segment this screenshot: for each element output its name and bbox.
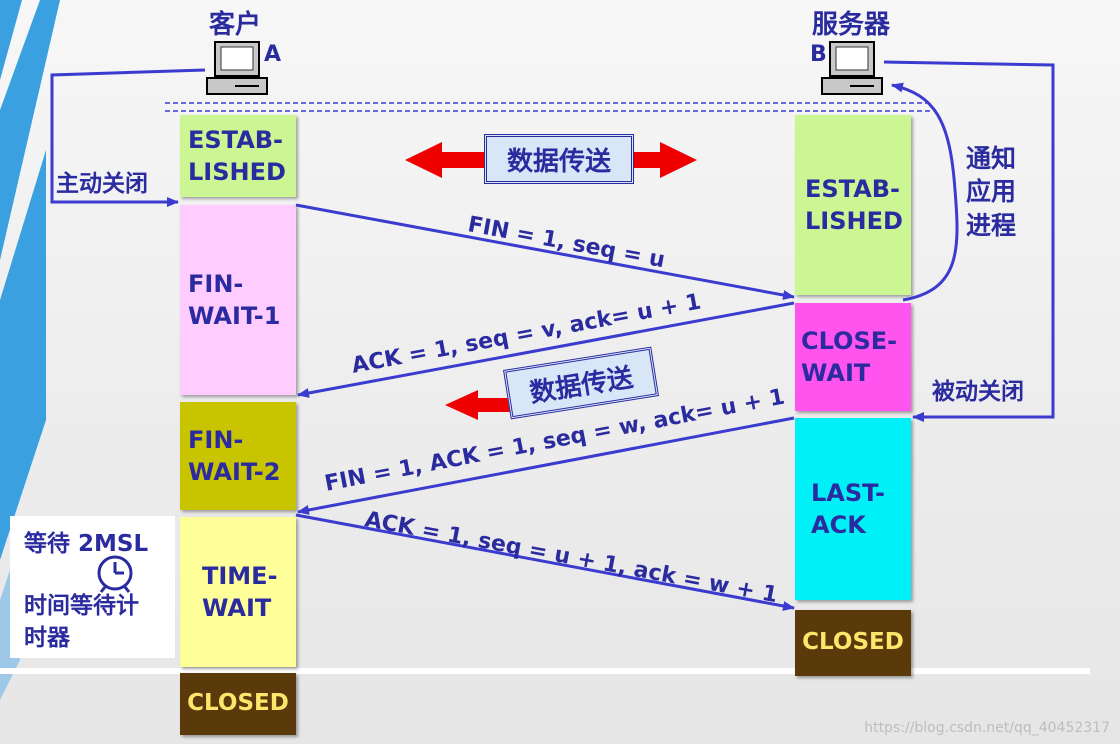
client-state-established: ESTAB- LISHED [180, 115, 296, 197]
server-computer-icon [821, 41, 883, 95]
fin1-arrow [295, 203, 795, 300]
server-letter: B [810, 42, 827, 67]
client-letter: A [264, 42, 282, 67]
left-decoration [0, 0, 60, 700]
timer-panel [10, 516, 175, 658]
passive-close-connector [883, 60, 1055, 422]
clock-icon [97, 555, 133, 593]
active-close-label: 主动关闭 [56, 171, 148, 197]
client-computer-icon [206, 41, 268, 95]
server-state-close-wait: CLOSE- WAIT [795, 303, 911, 411]
ack2-arrow [295, 513, 795, 611]
notify-app-label: 通知 应用 进程 [966, 144, 1017, 240]
data-transfer-box-1: 数据传送 [484, 134, 634, 184]
data-transfer-left-arrow [445, 390, 520, 420]
wait-2msl-label: 等待 2MSL [24, 531, 149, 557]
client-title: 客户 [209, 10, 262, 40]
server-state-last-ack: LAST- ACK [795, 418, 911, 600]
fin2-arrow [297, 416, 795, 515]
timer-text: 时间等待计 时器 [24, 593, 139, 652]
client-state-fin-wait-2: FIN- WAIT-2 [180, 402, 296, 510]
active-close-connector [50, 68, 206, 207]
client-state-time-wait: TIME- WAIT [180, 517, 296, 667]
server-state-established: ESTAB- LISHED [795, 115, 911, 295]
client-state-closed: CLOSED [180, 673, 296, 735]
server-title: 服务器 [812, 10, 891, 40]
bottom-wash [0, 668, 1090, 674]
watermark: https://blog.csdn.net/qq_40452317 [864, 720, 1110, 736]
server-state-closed: CLOSED [795, 610, 911, 676]
client-state-fin-wait-1: FIN- WAIT-1 [180, 205, 296, 395]
notify-app-connector [891, 82, 959, 302]
passive-close-label: 被动关闭 [932, 379, 1024, 405]
ack1-arrow [297, 301, 795, 398]
